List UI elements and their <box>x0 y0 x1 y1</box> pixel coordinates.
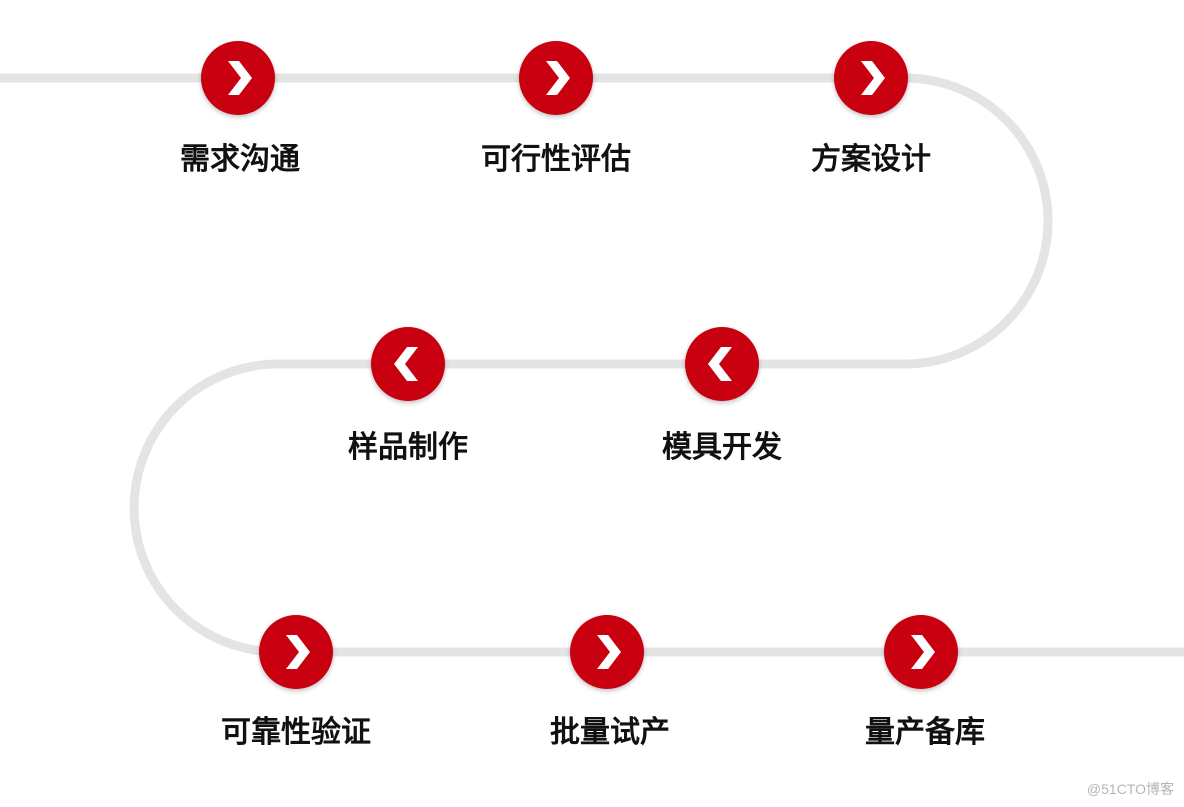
step-node-5 <box>371 327 445 401</box>
chevron-left-icon <box>708 347 732 381</box>
step-node-1 <box>201 41 275 115</box>
step-node-8 <box>884 615 958 689</box>
track-line <box>0 73 1184 657</box>
step-label-5: 样品制作 <box>348 430 468 465</box>
step-label-6: 可靠性验证 <box>221 715 371 750</box>
chevron-right-icon <box>861 61 885 95</box>
step-label-8: 量产备库 <box>865 715 985 750</box>
step-node-2 <box>519 41 593 115</box>
chevron-right-icon <box>286 635 310 669</box>
step-node-4 <box>685 327 759 401</box>
step-label-1: 需求沟通 <box>180 142 300 177</box>
step-label-2: 可行性评估 <box>481 142 631 177</box>
step-node-3 <box>834 41 908 115</box>
chevron-right-icon <box>546 61 570 95</box>
step-node-7 <box>570 615 644 689</box>
step-label-7: 批量试产 <box>550 715 670 750</box>
chevron-left-icon <box>394 347 418 381</box>
step-label-3: 方案设计 <box>811 142 931 177</box>
watermark: @51CTO博客 <box>1086 781 1174 797</box>
chevron-right-icon <box>228 61 252 95</box>
step-node-6 <box>259 615 333 689</box>
step-label-4: 模具开发 <box>662 430 782 465</box>
chevron-right-icon <box>911 635 935 669</box>
chevron-right-icon <box>597 635 621 669</box>
